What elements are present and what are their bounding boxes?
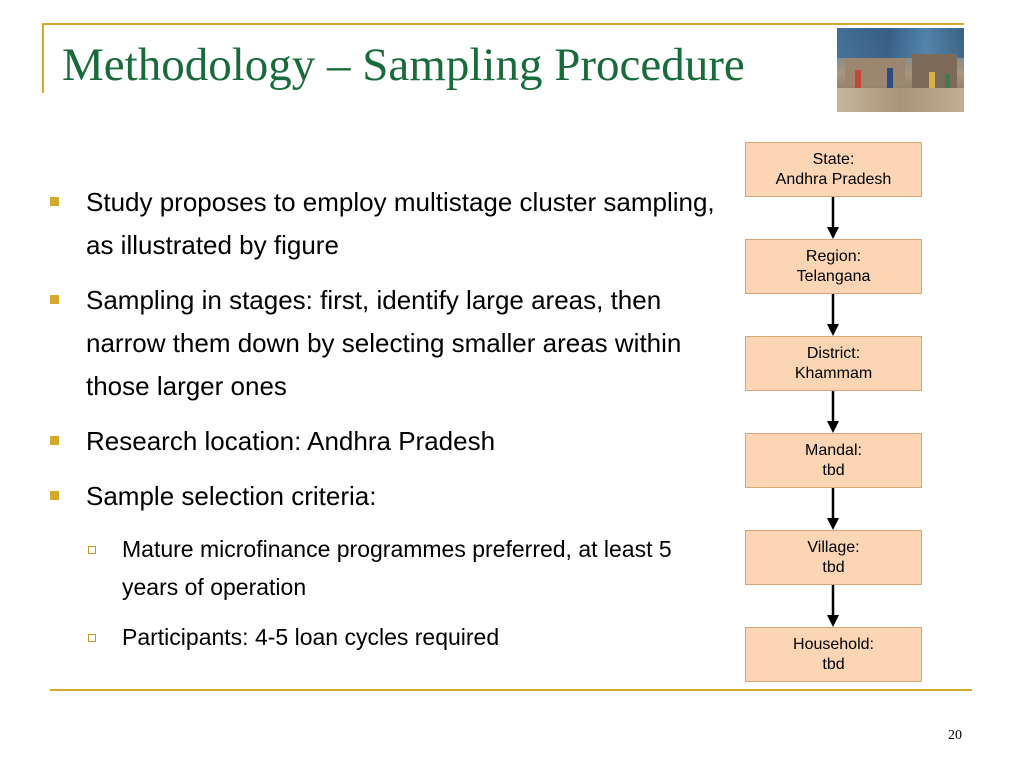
sub-bullet-text: Participants: 4-5 loan cycles required	[122, 624, 500, 650]
flow-box-value: Telangana	[796, 267, 871, 285]
sub-bullet-item: Mature microfinance programmes preferred…	[46, 530, 726, 606]
flow-box-label: Region:	[805, 247, 862, 265]
top-rule	[42, 23, 964, 25]
slide-title: Methodology – Sampling Procedure	[62, 39, 745, 91]
left-rule	[42, 23, 44, 93]
flow-box-mandal: Mandal: tbd	[745, 433, 922, 488]
bullet-list: Study proposes to employ multistage clus…	[46, 181, 726, 668]
bullet-text: Sampling in stages: first, identify larg…	[86, 285, 682, 401]
down-arrow-icon	[827, 197, 839, 239]
flow-box-value: tbd	[822, 558, 845, 576]
flow-box-label: District:	[806, 344, 861, 362]
flow-box-region: Region: Telangana	[745, 239, 922, 294]
flow-box-label: State:	[812, 150, 855, 168]
flow-box-state: State: Andhra Pradesh	[745, 142, 922, 197]
flow-box-district: District: Khammam	[745, 336, 922, 391]
slum-photo	[837, 28, 964, 112]
flow-box-label: Household:	[793, 635, 874, 653]
bullet-item: Sampling in stages: first, identify larg…	[46, 279, 726, 408]
square-bullet-icon	[50, 491, 59, 500]
flow-box-label: Village:	[807, 538, 860, 556]
hollow-square-bullet-icon	[88, 546, 96, 554]
bullet-item: Study proposes to employ multistage clus…	[46, 181, 726, 267]
down-arrow-icon	[827, 488, 839, 530]
flow-box-village: Village: tbd	[745, 530, 922, 585]
down-arrow-icon	[827, 391, 839, 433]
bullet-text: Sample selection criteria:	[86, 481, 377, 511]
sub-bullet-text: Mature microfinance programmes preferred…	[122, 536, 672, 600]
hollow-square-bullet-icon	[88, 634, 96, 642]
sub-bullet-item: Participants: 4-5 loan cycles required	[46, 618, 726, 656]
bullet-text: Research location: Andhra Pradesh	[86, 426, 496, 456]
down-arrow-icon	[827, 294, 839, 336]
flow-box-household: Household: tbd	[745, 627, 922, 682]
square-bullet-icon	[50, 436, 59, 445]
flow-box-value: Khammam	[794, 364, 873, 382]
flow-box-value: tbd	[822, 461, 845, 479]
page-number: 20	[948, 728, 962, 743]
bullet-item: Research location: Andhra Pradesh	[46, 420, 726, 463]
flow-box-value: tbd	[822, 655, 845, 673]
bullet-text: Study proposes to employ multistage clus…	[86, 187, 715, 260]
flow-box-label: Mandal:	[805, 441, 862, 459]
square-bullet-icon	[50, 295, 59, 304]
bottom-rule	[50, 689, 972, 691]
flow-box-value: Andhra Pradesh	[775, 170, 892, 188]
square-bullet-icon	[50, 197, 59, 206]
bullet-item: Sample selection criteria:	[46, 475, 726, 518]
down-arrow-icon	[827, 585, 839, 627]
